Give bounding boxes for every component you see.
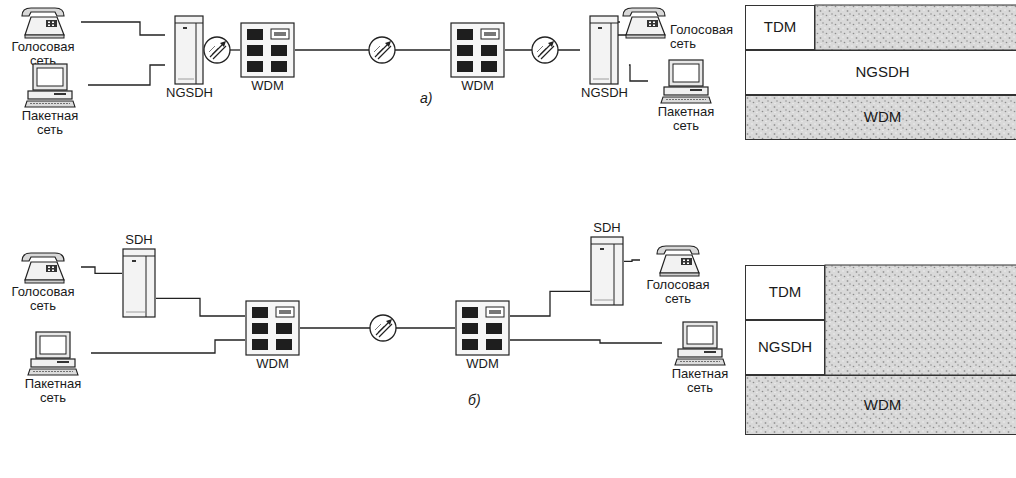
connection-line [624, 260, 640, 261]
connection-line [156, 298, 245, 316]
icon [240, 22, 295, 78]
part-label: а) [420, 90, 432, 106]
wdm-multiplexer-icon [245, 300, 300, 356]
node-label: Голосовая сеть [640, 277, 716, 308]
phone-icon [654, 243, 702, 277]
computer-icon [674, 320, 726, 366]
phone-icon [19, 250, 67, 284]
node-label: Голосовая сеть [5, 284, 81, 315]
cabinet-icon [590, 236, 624, 306]
layer-cell: TDM [745, 265, 825, 320]
layer-name: WDM [864, 397, 902, 414]
wdm-multiplexer-icon [455, 300, 510, 356]
equipment-node: WDM [245, 300, 300, 372]
layer-cell: WDM [745, 95, 1016, 140]
equipment-node: SDH [590, 220, 624, 306]
icon [122, 248, 156, 318]
node-label: WDM [465, 356, 500, 372]
computer-icon [24, 62, 76, 108]
phone-node: Голосовая сеть [620, 5, 745, 53]
phone-icon [19, 5, 67, 39]
icon [590, 236, 624, 306]
part-label: б) [468, 392, 481, 408]
icon [620, 5, 668, 39]
node-label: Голосовая сеть [668, 5, 745, 53]
wdm-multiplexer-icon [450, 22, 505, 78]
layer-cell: WDM [745, 375, 1016, 435]
equipment-node: NGSDH [580, 15, 629, 101]
phone-node: Голосовая сеть [5, 5, 81, 70]
cabinet-icon [174, 15, 204, 85]
node-label: NGSDH [165, 85, 214, 101]
regenerator-symbol [370, 315, 396, 341]
node-label: Пакетная сеть [662, 366, 738, 397]
icon [24, 62, 76, 108]
cabinet-icon [589, 15, 619, 85]
node-label: Пакетная сеть [12, 108, 88, 139]
node-label: NGSDH [580, 85, 629, 101]
wdm-multiplexer-icon [240, 22, 295, 78]
layer-cell: NGSDH [745, 320, 825, 375]
computer-icon [660, 58, 712, 104]
node-label: Пакетная сеть [648, 104, 724, 135]
node-label: SDH [124, 232, 153, 248]
connection-line [629, 65, 648, 81]
icon [19, 5, 67, 39]
cabinet-icon [122, 248, 156, 318]
phone-node: Голосовая сеть [640, 243, 716, 308]
node-label: SDH [592, 220, 621, 236]
layer-name: TDM [764, 19, 797, 36]
icon [455, 300, 510, 356]
connection-line [81, 22, 165, 35]
connection-line [510, 291, 590, 316]
layer-name: NGSDH [758, 339, 812, 356]
regenerator-symbol [532, 37, 558, 63]
icon [589, 15, 619, 85]
layer-name: NGSDH [855, 64, 909, 81]
phone-node: Голосовая сеть [5, 250, 81, 315]
equipment-node: WDM [240, 22, 295, 94]
icon [245, 300, 300, 356]
connection-line [510, 340, 662, 343]
layer-name: TDM [769, 284, 802, 301]
computer-icon [27, 330, 79, 376]
phone-icon [620, 5, 668, 39]
icon [654, 243, 702, 277]
layer-cell: NGSDH [745, 50, 1016, 95]
regenerator-symbol [204, 37, 230, 63]
icon [450, 22, 505, 78]
computer-node: Пакетная сеть [648, 58, 724, 135]
node-label: WDM [460, 78, 495, 94]
connection-line [81, 267, 122, 273]
connection-line [88, 65, 165, 85]
connection-line [91, 340, 245, 353]
computer-node: Пакетная сеть [15, 330, 91, 407]
layer-name: WDM [864, 109, 902, 126]
node-label: WDM [250, 78, 285, 94]
icon [660, 58, 712, 104]
shaded-area [815, 5, 1016, 50]
icon [674, 320, 726, 366]
icon [174, 15, 204, 85]
equipment-node: NGSDH [165, 15, 214, 101]
node-label: WDM [255, 356, 290, 372]
computer-node: Пакетная сеть [662, 320, 738, 397]
equipment-node: WDM [455, 300, 510, 372]
node-label: Пакетная сеть [15, 376, 91, 407]
equipment-node: WDM [450, 22, 505, 94]
icon [19, 250, 67, 284]
regenerator-symbol [369, 37, 395, 63]
computer-node: Пакетная сеть [12, 62, 88, 139]
layer-cell: TDM [745, 5, 815, 50]
shaded-area [825, 265, 1016, 375]
equipment-node: SDH [122, 232, 156, 318]
icon [27, 330, 79, 376]
